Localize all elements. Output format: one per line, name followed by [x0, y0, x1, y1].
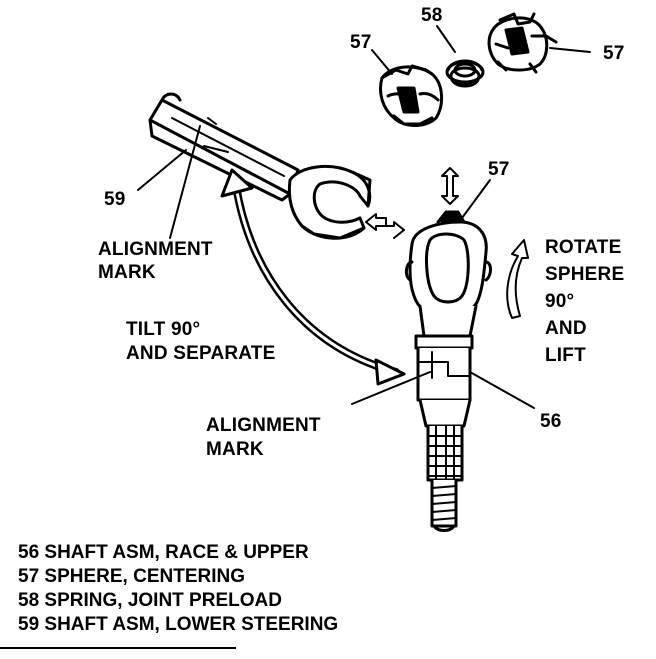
- callout-56: 56: [540, 411, 562, 432]
- callout-58: 58: [421, 5, 443, 26]
- joint-preload-spring: [445, 59, 485, 88]
- alignment-mark-upper-line1: ALIGNMENT: [98, 239, 213, 260]
- leader-57-shaft: [461, 179, 491, 219]
- legend-item-58: 58 SPRING, JOINT PRELOAD: [18, 590, 282, 611]
- callout-57-shaft: 57: [488, 159, 510, 180]
- callout-59: 59: [104, 189, 126, 210]
- rotate-line2: SPHERE: [545, 264, 625, 285]
- callout-57-right: 57: [603, 43, 625, 64]
- lower-steering-shaft: [148, 92, 372, 240]
- legend-underline: [0, 647, 236, 649]
- rotate-line5: LIFT: [545, 345, 586, 366]
- rotate-line4: AND: [545, 318, 587, 339]
- alignment-mark-upper-label: ALIGNMENT MARK: [98, 238, 213, 284]
- parts-legend: 56 SHAFT ASM, RACE & UPPER 57 SPHERE, CE…: [18, 541, 338, 637]
- leader-58: [436, 25, 456, 53]
- leader-59: [137, 149, 187, 191]
- rotate-arrow: [506, 239, 529, 319]
- legend-item-59: 59 SHAFT ASM, LOWER STEERING: [18, 614, 339, 635]
- tilt-line1: TILT 90°: [126, 319, 201, 340]
- tilt-double-arrow: [220, 168, 406, 386]
- leader-alignment-mark-lower: [351, 371, 431, 405]
- upper-shaft-race: [404, 167, 492, 532]
- leader-alignment-mark-upper: [169, 125, 201, 239]
- rotate-line1: ROTATE: [545, 237, 622, 258]
- callout-57-left: 57: [350, 32, 372, 53]
- centering-sphere-right: [487, 12, 558, 74]
- leader-57-right: [549, 47, 591, 53]
- legend-item-57: 57 SPHERE, CENTERING: [18, 566, 245, 587]
- lift-arrow: [441, 167, 459, 205]
- alignment-mark-lower-line2: MARK: [206, 439, 264, 460]
- alignment-mark-lower-label: ALIGNMENT MARK: [206, 414, 321, 462]
- tilt-line2: AND SEPARATE: [126, 343, 276, 364]
- tilt-label: TILT 90° AND SEPARATE: [126, 318, 275, 366]
- leader-57-left: [371, 49, 393, 75]
- legend-item-56: 56 SHAFT ASM, RACE & UPPER: [18, 542, 309, 563]
- alignment-mark-upper-line2: MARK: [98, 262, 156, 283]
- engage-arrows: [365, 213, 405, 239]
- centering-sphere-left: [379, 64, 443, 127]
- leader-56: [469, 371, 535, 409]
- alignment-mark-lower-line1: ALIGNMENT: [206, 415, 321, 436]
- rotate-label: ROTATE SPHERE 90° AND LIFT: [545, 234, 624, 369]
- rotate-line3: 90°: [545, 291, 575, 312]
